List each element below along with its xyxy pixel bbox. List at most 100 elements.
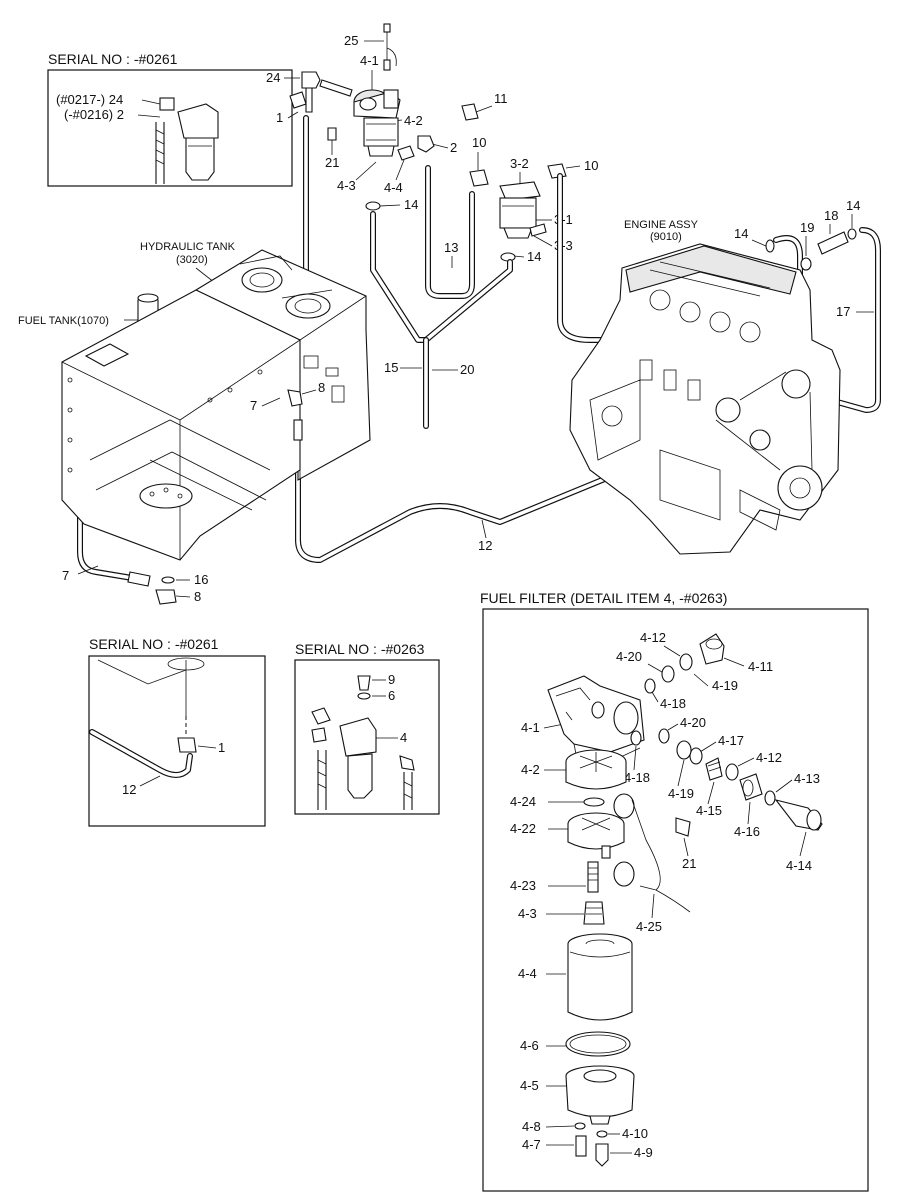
callout-14-a: 14 [404, 197, 418, 212]
callout-3-1: 3-1 [554, 212, 573, 227]
inset-serial-top-title: SERIAL NO : -#0261 [48, 51, 178, 67]
engine-assy-label: ENGINE ASSY [624, 219, 699, 231]
inset-bl-frame [88, 655, 266, 827]
ff-bolt-21 [675, 817, 691, 837]
fitting-12-end [127, 571, 151, 587]
callout-14-d: 14 [846, 198, 860, 213]
inset-bl-callout-12: 12 [122, 782, 136, 797]
ff-callout-4-23: 4-23 [510, 878, 536, 893]
ff-callout-4-19-a: 4-19 [712, 678, 738, 693]
ff-callout-4-24: 4-24 [510, 794, 536, 809]
ff-washer-4-20-b [658, 728, 670, 744]
ff-callout-4-19-b: 4-19 [668, 786, 694, 801]
inset-elbow-fitting [159, 97, 175, 111]
hose-15 [370, 211, 513, 343]
callout-7-a: 7 [250, 398, 257, 413]
crank-pulley [777, 465, 823, 511]
ff-callout-4-12-a: 4-12 [640, 630, 666, 645]
clamp-14-d [847, 228, 857, 240]
inset-filter-head [177, 103, 219, 139]
ff-callout-4-18-a: 4-18 [660, 696, 686, 711]
callout-4-1: 4-1 [360, 53, 379, 68]
callout-3-2: 3-2 [510, 156, 529, 171]
engine-block [569, 243, 841, 555]
separator-bowl [499, 197, 537, 229]
ff-callout-4-9: 4-9 [634, 1145, 653, 1160]
inset-bm-callout-9: 9 [388, 672, 395, 687]
fuel-filter-detail: FUEL FILTER (DETAIL ITEM 4, -#0263) 4-12… [480, 590, 869, 1192]
washer-7 [161, 576, 175, 584]
inset-serial-bottom-mid: SERIAL NO : -#0263 9 6 4 [294, 641, 440, 815]
inset-bm-callout-6: 6 [388, 688, 395, 703]
fitting-11 [461, 103, 479, 121]
callout-4-3: 4-3 [337, 178, 356, 193]
ff-ring-4-18-a [644, 678, 656, 694]
engine-assembly: ENGINE ASSY (9010) [569, 219, 841, 555]
callout-3-3: 3-3 [554, 238, 573, 253]
clamp-14-a [365, 201, 381, 211]
inset-bm-filter-head [339, 717, 377, 757]
ff-oring-4-12-a [679, 653, 693, 671]
callout-4-2: 4-2 [404, 113, 423, 128]
ff-callout-4-20-a: 4-20 [616, 649, 642, 664]
ff-oring-4-17 [689, 747, 703, 765]
water-separator-assembly: 11 10 10 3-2 3-1 3-3 14 [461, 91, 598, 264]
ff-callout-4-3: 4-3 [518, 906, 537, 921]
callout-21: 21 [325, 155, 339, 170]
callout-17: 17 [836, 304, 850, 319]
washer-19 [800, 257, 812, 271]
callout-15: 15 [384, 360, 398, 375]
callout-25: 25 [344, 33, 358, 48]
ff-sensor-4-25 [613, 793, 635, 819]
fitting-10-b [547, 163, 567, 179]
inset-serial-top-frame [47, 69, 293, 187]
filter-bowl [367, 145, 395, 157]
callout-20: 20 [460, 362, 474, 377]
ff-callout-4-5: 4-5 [520, 1078, 539, 1093]
inset-bm-plug-9 [357, 675, 371, 691]
inset-callout-24: (#0217-) 24 [56, 92, 123, 107]
inset-serial-bottom-left: SERIAL NO : -#0261 1 12 [88, 636, 266, 827]
ff-callout-4-7: 4-7 [522, 1137, 541, 1152]
ff-callout-4-12-b: 4-12 [756, 750, 782, 765]
callout-7-b: 16 [194, 572, 208, 587]
ff-callout-4-11: 4-11 [748, 659, 773, 674]
inset-hose [155, 122, 165, 184]
plug-21 [327, 127, 337, 141]
ff-washer-4-19-b [676, 740, 692, 760]
ff-oring-4-10 [596, 1130, 608, 1138]
fan-pulley [781, 369, 811, 399]
callout-14-c: 14 [734, 226, 748, 241]
callout-11: 11 [494, 91, 508, 106]
inset-bm-washer-6 [357, 692, 371, 700]
fuel-tank-label: FUEL TANK(1070) [18, 315, 109, 327]
filter-element [363, 117, 399, 147]
fitting-24 [301, 71, 321, 89]
ff-callout-4-6: 4-6 [520, 1038, 539, 1053]
fuel-tank: FUEL TANK(1070) 7 8 16 8 [18, 289, 325, 605]
ff-callout-4-2: 4-2 [521, 762, 540, 777]
callout-14-b: 14 [527, 249, 541, 264]
callout-10-b: 10 [584, 158, 598, 173]
ff-oring-4-24 [583, 797, 605, 807]
ff-callout-4-13: 4-13 [794, 771, 820, 786]
fuel-tank-drain-plate [139, 483, 193, 509]
ff-callout-4-16: 4-16 [734, 824, 760, 839]
ff-callout-4-15: 4-15 [696, 803, 722, 818]
fuel-filter-detail-frame [482, 608, 869, 1192]
ff-callout-4-10: 4-10 [622, 1126, 648, 1141]
ff-nipple-4-23 [587, 861, 599, 893]
ff-callout-4-22: 4-22 [510, 821, 536, 836]
inset-filter-bowl [185, 137, 215, 181]
callout-4-4: 4-4 [384, 180, 403, 195]
ff-oring-4-8 [574, 1122, 586, 1130]
callout-1: 1 [276, 110, 283, 125]
callout-16: 12 [478, 538, 492, 553]
ff-callout-4-4: 4-4 [518, 966, 537, 981]
callout-13: 13 [444, 240, 458, 255]
fitting-10-a [469, 169, 489, 187]
ff-oring-4-13 [764, 790, 776, 806]
fuel-tank-cap-plate [84, 343, 130, 367]
fuel-filter-detail-title: FUEL FILTER (DETAIL ITEM 4, -#0263) [480, 590, 727, 606]
